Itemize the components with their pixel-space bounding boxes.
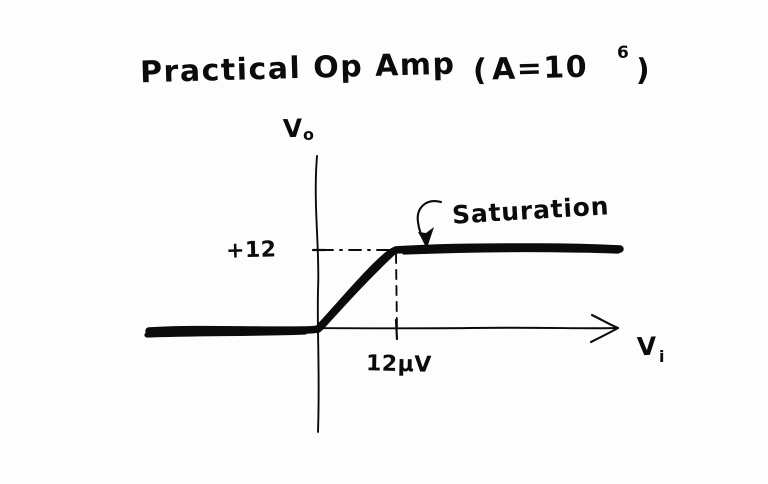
y-axis-tick-label: +12 — [226, 237, 277, 263]
title-paren-open: ( — [473, 53, 489, 88]
y-axis-label-text: V — [282, 114, 303, 144]
figure-title: Practical Op Amp ( A=10 6 ) — [140, 43, 652, 90]
x-axis-arrowhead-lower — [589, 326, 620, 344]
title-gain-exponent: 6 — [617, 43, 629, 63]
title-main-text: Practical Op Amp — [140, 47, 456, 91]
x-axis-tick-12uv — [394, 318, 399, 341]
curve-linear-gain-overstroke — [318, 249, 397, 331]
x-axis-tick-label: 12µV — [366, 351, 432, 377]
transfer-curve — [144, 243, 624, 338]
y-axis-line — [314, 155, 320, 433]
curve-negative-saturation-overstroke — [144, 329, 308, 338]
saturation-annotation: Saturation — [416, 191, 610, 248]
x-axis-label: V i — [636, 332, 665, 366]
title-paren-close: ) — [636, 53, 652, 88]
vertical-guide-line-12uv — [395, 253, 398, 333]
x-axis-label-subscript: i — [659, 347, 665, 366]
x-axis-arrowhead-upper — [590, 313, 620, 330]
y-axis-label: V o — [282, 114, 314, 144]
saturation-arrowhead — [418, 227, 434, 248]
x-axis-label-text: V — [636, 332, 657, 362]
saturation-label-text: Saturation — [451, 191, 610, 230]
title-gain-label: A=10 — [492, 50, 589, 88]
guide-lines-group — [311, 248, 399, 341]
y-axis-label-subscript: o — [303, 125, 315, 144]
curve-positive-saturation-overstroke — [401, 247, 621, 255]
